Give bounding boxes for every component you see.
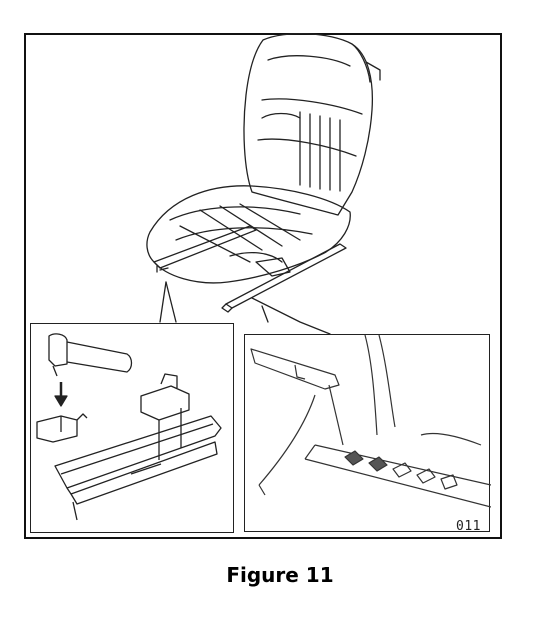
figure-code: 011 [456,519,481,534]
figure-caption: Figure 11 [226,563,334,587]
inset-rail-detail [30,323,234,533]
rail-clip-drawing [36,333,222,521]
hammer-icon [48,333,68,367]
inset-rail-photo [244,334,492,532]
seat-cushion [146,185,351,284]
seat-backrest [243,32,374,216]
seat-rail-left [153,225,257,269]
rail-installed-drawing [250,334,492,508]
seat-rail-right [225,243,347,309]
